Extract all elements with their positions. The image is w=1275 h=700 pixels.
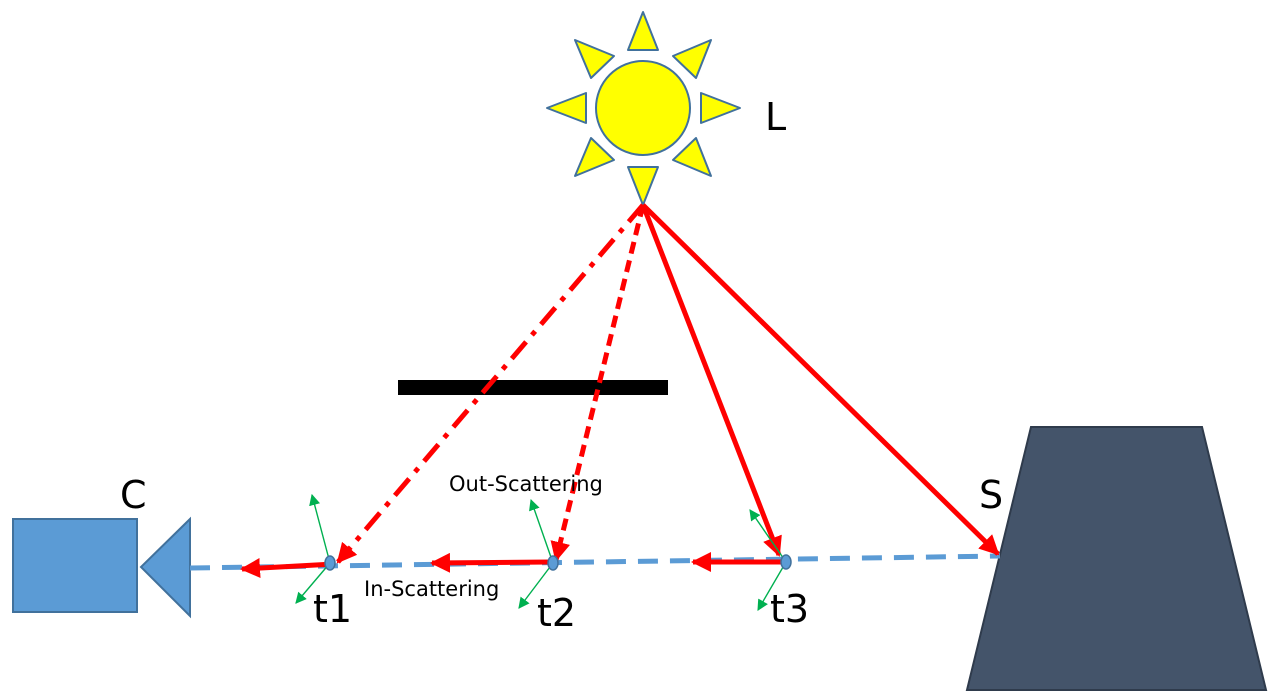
sun-rays — [546, 11, 741, 206]
surface-label: S — [979, 473, 1003, 517]
light-ray-to-t1 — [336, 203, 645, 564]
camera-icon — [12, 516, 191, 619]
scatter-arrows-t1 — [295, 493, 331, 604]
in-scattering-label: In-Scattering — [364, 577, 499, 601]
scatter-arrows-t2 — [518, 498, 554, 609]
light-ray-to-surface — [641, 203, 1000, 556]
surface-shape — [965, 426, 1268, 691]
camera-lens — [139, 516, 191, 619]
sample-point-t1 — [324, 555, 336, 571]
light-ray-to-t3 — [640, 204, 782, 557]
sample-point-t2 — [547, 555, 559, 571]
occluder-bar — [398, 380, 668, 395]
point-label-t3: t3 — [770, 587, 809, 631]
scatter-arrows-t3 — [749, 509, 787, 611]
camera-label: C — [120, 473, 147, 517]
sample-point-t3 — [780, 554, 792, 570]
point-label-t1: t1 — [313, 587, 352, 631]
in-scatter-ray-t1 — [240, 558, 335, 579]
camera-body — [12, 518, 138, 613]
in-scatter-ray-t2 — [430, 552, 551, 573]
light-ray-to-t2 — [550, 204, 646, 562]
sun-icon — [546, 11, 741, 206]
sun-disc — [595, 60, 691, 156]
out-scattering-label: Out-Scattering — [449, 472, 603, 496]
point-label-t2: t2 — [537, 591, 576, 635]
light-label: L — [765, 95, 786, 139]
